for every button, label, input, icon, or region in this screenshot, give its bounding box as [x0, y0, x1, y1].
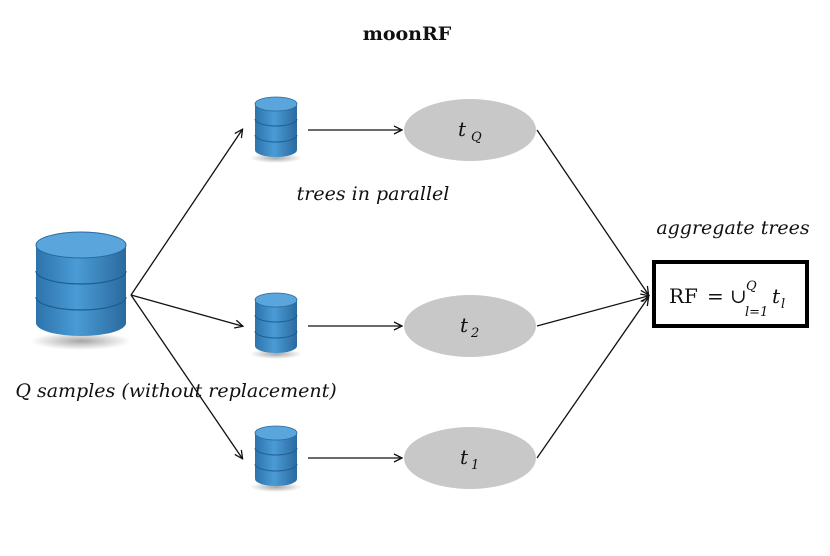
aggregate-arrows — [536, 129, 648, 459]
samples-label: Q samples (without replacement) — [15, 380, 336, 402]
tree-label-sub: Q — [471, 130, 482, 145]
rf-rhs-sub: l — [781, 297, 785, 312]
sampling-arrows — [130, 130, 242, 458]
trees-in-parallel-label: trees in parallel — [297, 183, 450, 205]
tree-label-base: t — [460, 445, 469, 469]
tree-label-base: t — [460, 313, 469, 337]
sample-cylinder-icon-bottom — [250, 425, 302, 492]
tree-build-arrows — [308, 130, 401, 458]
tree-label-sub: 2 — [470, 326, 479, 341]
tree-label-sub: 1 — [471, 458, 479, 473]
rf-lhs: RF — [669, 284, 698, 308]
rf-eq: = — [707, 284, 724, 308]
sample-cylinder-icon-middle — [250, 292, 302, 359]
diagram-title: moonRF — [363, 23, 452, 45]
rf-sub: l=1 — [745, 305, 768, 320]
tree-node-tq: t Q — [404, 99, 536, 161]
tree-label-base: t — [458, 117, 467, 141]
random-forest-box: RF = ∪ Q l=1 t l — [652, 260, 809, 328]
database-icon — [31, 231, 131, 350]
aggregate-trees-label: aggregate trees — [656, 217, 810, 239]
rf-sup: Q — [746, 279, 757, 294]
tree-node-t1: t 1 — [404, 427, 536, 489]
tree-node-t2: t 2 — [404, 295, 536, 357]
rf-rhs-base: t — [772, 284, 781, 308]
rf-union: ∪ — [730, 284, 747, 308]
sample-cylinder-icon-top — [250, 96, 302, 163]
